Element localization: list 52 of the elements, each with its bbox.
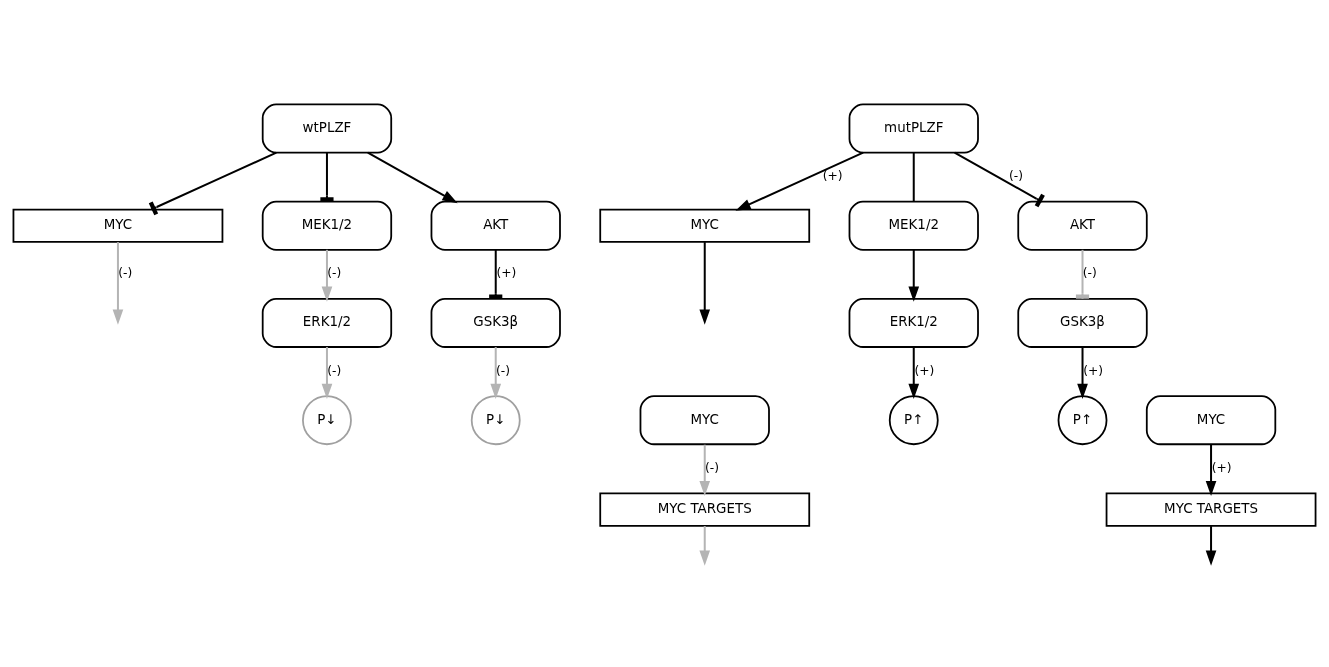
edge-label: (+)	[822, 168, 843, 183]
connector	[320, 152, 334, 201]
edge-label: (-)	[495, 363, 510, 378]
connector	[954, 151, 1045, 207]
arrow	[321, 249, 333, 302]
edge-label: (+)	[1083, 363, 1104, 378]
arrow	[1077, 346, 1088, 399]
node-box: ERK1/2	[261, 297, 393, 348]
node-box: AKT	[430, 200, 561, 251]
edge-label: (-)	[327, 363, 342, 378]
node-box: MYC TARGETS	[599, 492, 811, 527]
edge-label: (-)	[1009, 168, 1024, 183]
node-box: mutPLZF	[848, 103, 979, 153]
arrow	[112, 241, 124, 325]
edge-label: (-)	[704, 460, 720, 475]
arrow	[490, 346, 502, 399]
arrow	[367, 151, 458, 203]
arrow	[699, 444, 711, 496]
node-box: MYC	[1145, 394, 1277, 445]
arrow	[908, 249, 920, 302]
edge-label: (-)	[1082, 265, 1097, 280]
node-circle: P↑	[888, 394, 939, 445]
arrow	[908, 346, 920, 399]
arrow	[735, 151, 864, 211]
arrow	[1205, 444, 1217, 496]
node-box: wtPLZF	[261, 103, 393, 153]
edge-label: (-)	[118, 265, 133, 280]
arrow	[699, 525, 711, 566]
edge-label: (+)	[1211, 460, 1232, 475]
node-circle: P↓	[302, 394, 352, 445]
node-box: MEK1/2	[848, 200, 979, 251]
connector	[489, 249, 503, 299]
arrow	[1205, 525, 1217, 566]
node-box: MEK1/2	[261, 200, 393, 251]
arrow	[699, 241, 711, 325]
node-box: MYC	[12, 208, 224, 243]
node-box: MYC	[599, 208, 811, 243]
node-box: GSK3β	[1017, 297, 1148, 348]
node-box: MYC TARGETS	[1105, 492, 1317, 527]
connector	[148, 151, 277, 215]
connector	[912, 152, 915, 201]
edge-label: (-)	[327, 265, 342, 280]
arrow	[321, 346, 333, 399]
connector	[1075, 249, 1090, 299]
node-box: GSK3β	[430, 297, 561, 348]
node-box: ERK1/2	[848, 297, 979, 348]
node-box: MYC	[639, 394, 770, 445]
edge-label: (+)	[914, 363, 935, 378]
node-box: AKT	[1017, 200, 1148, 251]
node-circle: P↑	[1057, 394, 1108, 445]
node-circle: P↓	[470, 394, 521, 445]
edge-label: (+)	[496, 265, 517, 280]
